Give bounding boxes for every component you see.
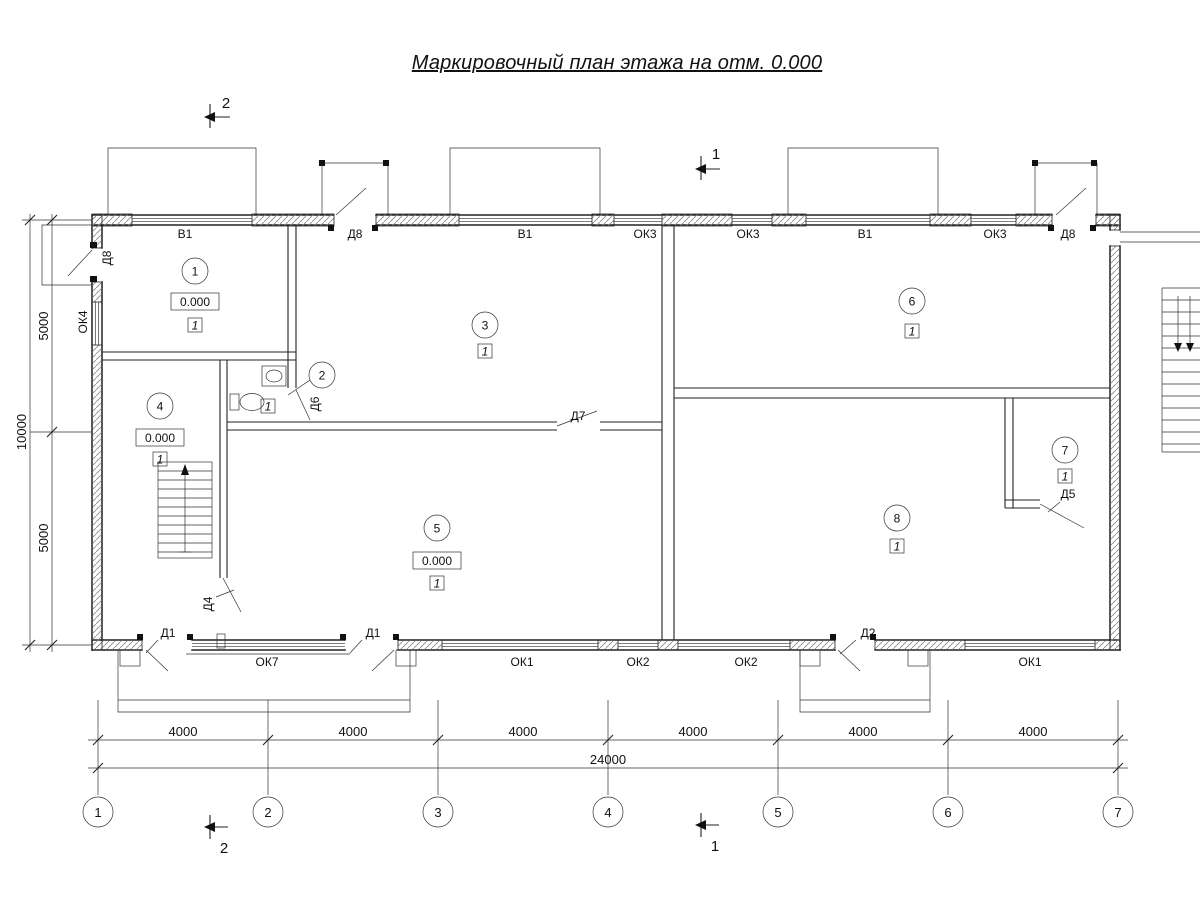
section-mark-1-bottom: 1 xyxy=(695,813,719,855)
room-number: 7 xyxy=(1062,444,1069,458)
room-elevation: 0.000 xyxy=(422,554,452,568)
section-label-1-top: 1 xyxy=(712,146,720,163)
axis-4: 4 xyxy=(604,805,611,820)
door-label-d8-top-b: Д8 xyxy=(1061,227,1076,241)
section-label-2-top: 2 xyxy=(222,95,230,112)
door-label-d5: Д5 xyxy=(1061,487,1076,501)
left-dimensions: 5000 10000 5000 xyxy=(14,214,92,652)
bottom-wall-piers xyxy=(91,639,1121,651)
canopy-posts xyxy=(319,160,1097,166)
section-mark-2-bottom: 2 xyxy=(204,815,228,857)
axis-2: 2 xyxy=(264,805,271,820)
dim-total: 24000 xyxy=(590,752,626,767)
section-mark-2-top: 2 xyxy=(204,95,230,128)
room-number: 1 xyxy=(192,265,199,279)
room-finish: 1 xyxy=(192,319,199,333)
right-wall xyxy=(1109,214,1121,651)
room-3-annotation: 3 1 xyxy=(471,311,499,359)
room-number: 6 xyxy=(909,295,916,309)
top-wall xyxy=(91,213,1121,227)
room-2-annotation: 2 1 xyxy=(260,361,336,414)
stairs xyxy=(157,461,213,559)
drawing-title: Маркировочный план этажа на отм. 0.000 xyxy=(411,52,823,74)
window-label-v1-a: В1 xyxy=(178,227,193,241)
axis-6: 6 xyxy=(944,805,951,820)
dim-bay-2: 4000 xyxy=(339,724,368,739)
door-label-d1-b: Д1 xyxy=(366,626,381,640)
door-label-d7: Д7 xyxy=(571,409,586,423)
dim-left-3: 5000 xyxy=(36,524,51,553)
entrance-porches xyxy=(117,649,931,713)
room-finish: 1 xyxy=(482,345,489,359)
exterior-stair xyxy=(1120,231,1200,453)
window-label-ok2-a: ОК2 xyxy=(627,655,650,669)
room-elevation: 0.000 xyxy=(145,431,175,445)
window-label-ok2-b: ОК2 xyxy=(735,655,758,669)
window-label-ok3-a: ОК3 xyxy=(634,227,657,241)
bottom-wall xyxy=(91,639,1121,655)
interior-walls xyxy=(102,225,1110,649)
axis-7: 7 xyxy=(1114,805,1121,820)
window-label-ok3-b: ОК3 xyxy=(737,227,760,241)
dim-bay-6: 4000 xyxy=(1019,724,1048,739)
room-8-annotation: 8 1 xyxy=(883,504,911,554)
dim-bay-1: 4000 xyxy=(169,724,198,739)
room-7-annotation: 7 1 xyxy=(1051,436,1079,484)
window-label-ok1-b: ОК1 xyxy=(1019,655,1042,669)
room-5-annotation: 5 0.000 1 xyxy=(412,514,462,591)
section-label-1-bottom: 1 xyxy=(711,838,719,855)
section-mark-1-top: 1 xyxy=(695,146,720,180)
room-6-annotation: 6 1 xyxy=(898,287,926,339)
room-elevation: 0.000 xyxy=(180,295,210,309)
door-label-d1-a: Д1 xyxy=(161,626,176,640)
axis-bubbles: 1 2 3 4 5 6 7 xyxy=(82,796,1134,828)
room-number: 4 xyxy=(157,400,164,414)
room-finish: 1 xyxy=(157,453,164,467)
room-finish: 1 xyxy=(434,577,441,591)
window-label-v1-c: В1 xyxy=(858,227,873,241)
room-finish: 1 xyxy=(894,540,901,554)
door-label-d6: Д6 xyxy=(308,396,322,411)
room-4-annotation: 4 0.000 1 xyxy=(135,392,185,467)
axis-1: 1 xyxy=(94,805,101,820)
door-jamb-posts xyxy=(90,225,1096,640)
section-label-2-bottom: 2 xyxy=(220,840,228,857)
sink-icon xyxy=(261,365,287,387)
axis-5: 5 xyxy=(774,805,781,820)
room-finish: 1 xyxy=(909,325,916,339)
room-finish: 1 xyxy=(1062,470,1069,484)
toilet-icon xyxy=(229,393,265,411)
dim-left-1: 5000 xyxy=(36,312,51,341)
axis-3: 3 xyxy=(434,805,441,820)
bottom-dimensions: 4000 4000 4000 4000 4000 4000 24000 xyxy=(88,700,1128,795)
top-wall-piers xyxy=(91,213,1121,227)
dim-left-2: 10000 xyxy=(14,414,29,450)
top-canopies xyxy=(107,147,1098,215)
room-number: 2 xyxy=(319,369,326,383)
window-label-ok3-c: ОК3 xyxy=(984,227,1007,241)
window-label-ok4: ОК4 xyxy=(76,310,90,333)
dim-bay-5: 4000 xyxy=(849,724,878,739)
room-finish: 1 xyxy=(265,400,272,414)
door-label-d4: Д4 xyxy=(201,596,215,611)
dim-bay-3: 4000 xyxy=(509,724,538,739)
room-number: 5 xyxy=(434,522,441,536)
room-number: 8 xyxy=(894,512,901,526)
door-label-d8-left: Д8 xyxy=(100,250,114,265)
door-label-d8-top-a: Д8 xyxy=(348,227,363,241)
dim-bay-4: 4000 xyxy=(679,724,708,739)
room-number: 3 xyxy=(482,319,489,333)
room-1-annotation: 1 0.000 1 xyxy=(170,257,220,333)
window-label-ok7: ОК7 xyxy=(256,655,279,669)
door-label-d2: Д2 xyxy=(861,626,876,640)
door-leaves xyxy=(67,187,1087,672)
window-label-ok1-a: ОК1 xyxy=(511,655,534,669)
window-label-v1-b: В1 xyxy=(518,227,533,241)
